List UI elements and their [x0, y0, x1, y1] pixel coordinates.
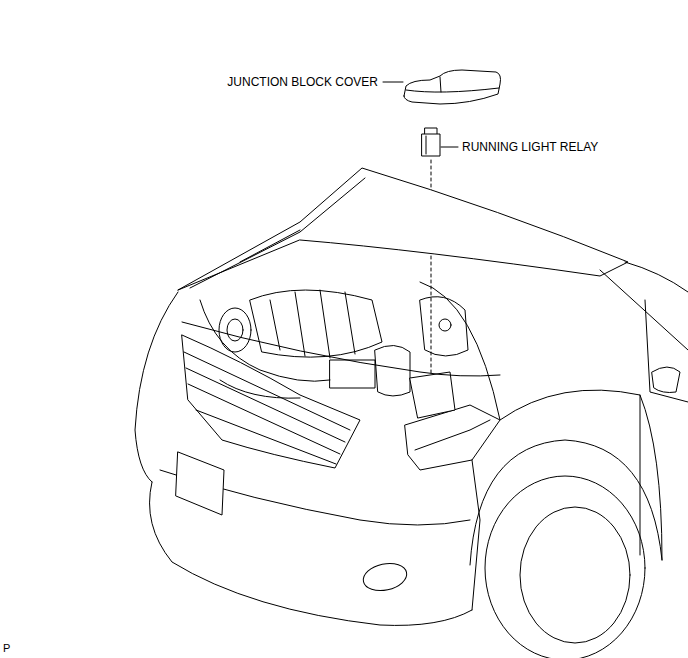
part-label: JUNCTION BLOCK COVER	[227, 76, 378, 88]
fog-lamp	[361, 560, 409, 595]
radiator-support	[182, 322, 500, 376]
wheel-arch	[470, 440, 662, 565]
door-line	[645, 300, 688, 402]
part-label: RUNNING LIGHT RELAY	[462, 141, 598, 153]
tire	[485, 476, 645, 658]
relay-body	[422, 134, 440, 156]
a-pillar	[600, 270, 688, 350]
wheel	[485, 476, 645, 658]
relay-edge	[426, 136, 427, 154]
intake	[219, 308, 251, 352]
door-line	[640, 395, 641, 555]
running-light-relay	[422, 128, 440, 156]
bumper-corner	[472, 460, 480, 610]
front-edge	[135, 292, 178, 482]
rim	[520, 507, 630, 643]
leader-line	[441, 147, 458, 148]
leader-line	[383, 82, 403, 83]
cover-edge	[406, 88, 499, 92]
strut-tower	[420, 297, 468, 356]
hose	[200, 300, 330, 381]
license-plate	[176, 452, 224, 515]
fastener	[439, 319, 451, 331]
hood-panel	[178, 168, 628, 290]
hood-strut	[240, 230, 300, 262]
roof-line	[625, 262, 688, 292]
cover-edge	[440, 77, 441, 92]
grille-slat	[184, 352, 350, 464]
reservoir	[375, 345, 410, 396]
hood	[178, 168, 628, 290]
engine-rib	[270, 290, 355, 358]
hose	[220, 380, 300, 398]
engine	[182, 290, 500, 418]
view-code: P	[3, 643, 10, 654]
hood-edge	[190, 178, 365, 288]
junction-block	[410, 372, 455, 418]
cover-outline	[404, 70, 501, 104]
headlight-detail	[415, 420, 490, 450]
engine-cover	[250, 290, 382, 357]
mirror	[652, 367, 680, 393]
junction-block-cover	[404, 70, 501, 104]
